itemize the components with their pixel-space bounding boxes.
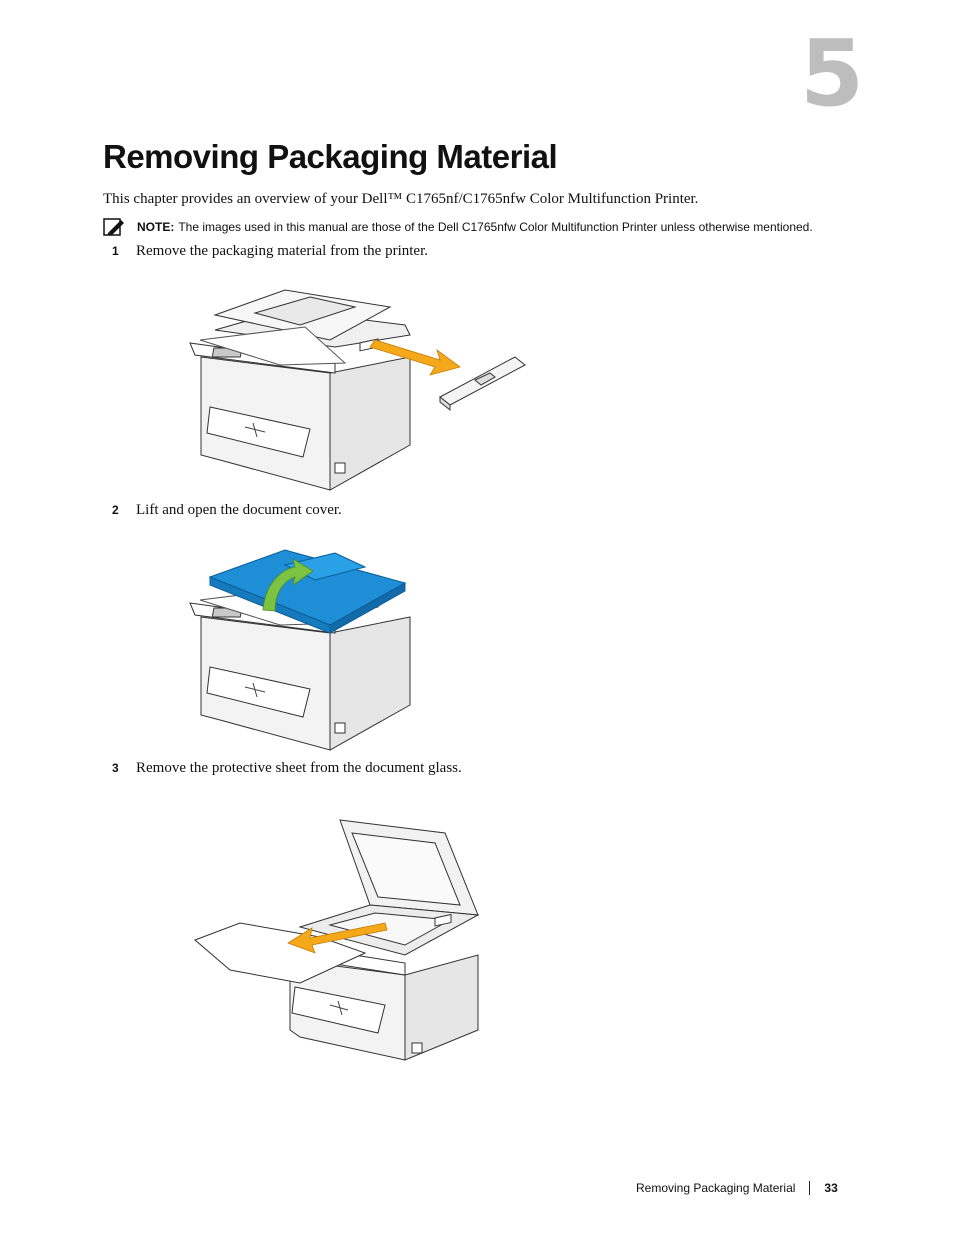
page-footer: Removing Packaging Material 33: [636, 1181, 838, 1195]
figure-remove-protective-sheet: [194, 819, 480, 1061]
step-3: 3 Remove the protective sheet from the d…: [112, 760, 462, 777]
step-text: Remove the protective sheet from the doc…: [136, 760, 462, 776]
step-number: 2: [112, 503, 119, 517]
step-text: Lift and open the document cover.: [136, 502, 342, 518]
step-text: Remove the packaging material from the p…: [136, 243, 428, 259]
page-number: 33: [824, 1181, 838, 1195]
figure-open-document-cover: [189, 549, 411, 751]
note: NOTE: The images used in this manual are…: [103, 218, 813, 236]
step-number: 1: [112, 244, 119, 258]
step-2: 2 Lift and open the document cover.: [112, 502, 342, 519]
remove-arrow: [369, 339, 461, 376]
footer-divider: [809, 1181, 811, 1195]
figure-remove-packaging: [189, 289, 526, 491]
note-text: The images used in this manual are those…: [178, 220, 813, 234]
pull-arrow: [287, 922, 388, 954]
footer-title: Removing Packaging Material: [636, 1181, 796, 1195]
note-label: NOTE:: [137, 220, 175, 234]
chapter-title: Removing Packaging Material: [103, 138, 558, 175]
chapter-number: 5: [800, 20, 864, 127]
step-number: 3: [112, 761, 119, 775]
lift-arrow: [262, 558, 314, 612]
pencil-note-icon: [103, 218, 124, 236]
step-1: 1 Remove the packaging material from the…: [112, 243, 428, 260]
intro-paragraph: This chapter provides an overview of you…: [103, 191, 699, 207]
